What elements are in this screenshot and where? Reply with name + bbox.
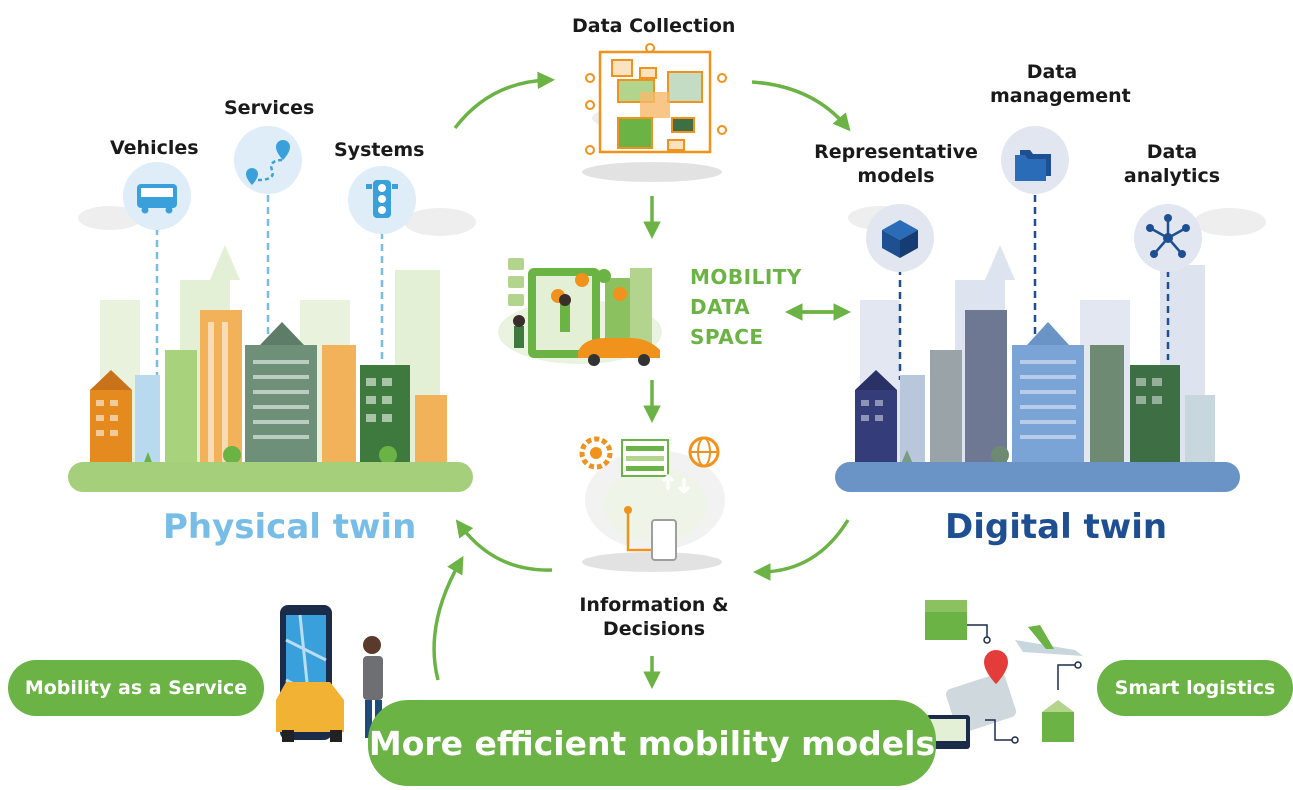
data-collection-label: Data Collection [572, 15, 736, 37]
data-collection-illustration [582, 43, 727, 182]
mobility-data-space-line-1: MOBILITY [690, 265, 802, 289]
information-decisions-line-2: Decisions [602, 617, 706, 640]
flow-arrows [432, 71, 851, 689]
digital-city-illustration [835, 195, 1266, 492]
information-decisions-illustration [579, 436, 725, 572]
physical-city-illustration [68, 195, 476, 492]
data-analytics-line-1: Data [1146, 141, 1198, 163]
logistics-illustration [925, 600, 1083, 749]
mobility-data-space-illustration [498, 258, 662, 366]
cube-model-icon [866, 204, 934, 272]
services-label: Services [224, 97, 315, 119]
traffic-light-icon [348, 166, 416, 234]
data-management-line-1: Data [1026, 61, 1078, 83]
gear-icon [579, 436, 613, 470]
representative-models-label: Representative models [811, 141, 981, 189]
information-decisions-label: Information & Decisions [574, 594, 734, 642]
data-analytics-label: Data analytics [1118, 141, 1226, 189]
representative-models-line-1: Representative [814, 141, 978, 163]
physical-twin-title: Physical twin [163, 507, 417, 547]
bus-icon [123, 162, 191, 230]
network-nodes-icon [1134, 204, 1202, 272]
mobility-as-a-service-badge: Mobility as a Service [8, 660, 264, 716]
data-management-label: Data management [990, 61, 1131, 109]
vehicles-label: Vehicles [110, 137, 199, 159]
smart-logistics-badge: Smart logistics [1097, 660, 1293, 716]
mobility-data-space-line-3: SPACE [690, 325, 764, 349]
data-management-line-2: management [990, 84, 1131, 107]
route-pin-icon [234, 126, 302, 194]
information-decisions-line-1: Information & [579, 594, 729, 616]
data-analytics-line-2: analytics [1123, 164, 1221, 187]
systems-label: Systems [334, 139, 425, 161]
maas-phone-taxi-illustration [276, 605, 383, 742]
globe-icon [688, 436, 720, 468]
mobility-data-space-label: MOBILITY DATA SPACE [690, 262, 802, 352]
more-efficient-mobility-models-banner: More efficient mobility models [368, 700, 936, 786]
digital-twin-title: Digital twin [945, 507, 1168, 547]
mobility-data-space-line-2: DATA [690, 295, 751, 319]
representative-models-line-2: models [857, 164, 935, 187]
folders-icon [1001, 126, 1069, 194]
